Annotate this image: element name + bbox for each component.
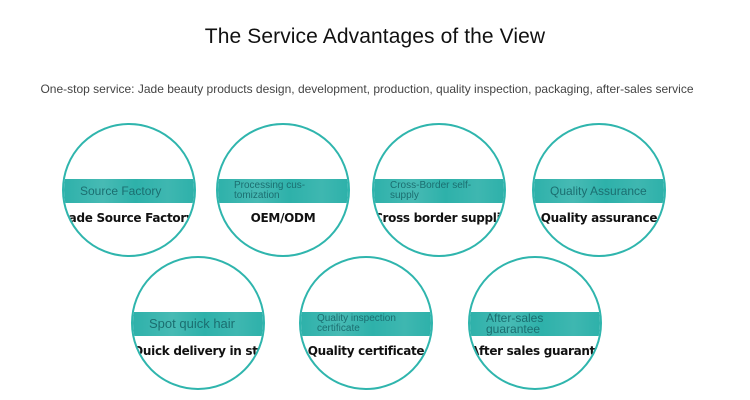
service-circle-cross-border: Cross-Border self- supply Cross border s… <box>372 123 506 257</box>
page-title: The Service Advantages of the View <box>204 25 546 48</box>
service-band: After-sales guarantee <box>470 312 600 336</box>
service-label: Quality assurance <box>540 211 658 225</box>
service-label: Cross border supplier <box>374 211 506 225</box>
service-label: Quality certificate <box>307 344 425 358</box>
service-band: Cross-Border self- supply <box>374 179 504 203</box>
service-band-line: Cross-Border self- <box>390 180 472 191</box>
service-band-line: certificate <box>317 323 360 334</box>
service-circle-source-factory: Source Factory Jade Source Factory <box>62 123 196 257</box>
service-circle-quick-delivery: Spot quick hair Quick delivery in stock <box>131 256 265 390</box>
service-circle-oem-odm: Processing cus- tomization OEM/ODM <box>216 123 350 257</box>
service-label: Jade Source Factory <box>64 211 194 225</box>
page-subtitle: One-stop service: Jade beauty products d… <box>40 82 694 96</box>
service-band-line: guarantee <box>486 322 541 336</box>
service-band-line: tomization <box>234 190 280 201</box>
service-circle-after-sales: After-sales guarantee After sales guaran… <box>468 256 602 390</box>
service-band: Source Factory <box>64 179 194 203</box>
service-band-line: Processing cus- <box>234 180 306 191</box>
service-circle-quality-assurance: Quality Assurance Quality assurance <box>532 123 666 257</box>
service-label: OEM/ODM <box>250 211 316 225</box>
service-band-line: After-sales <box>486 312 544 325</box>
service-band: Quality inspection certificate <box>301 312 431 336</box>
service-band: Quality Assurance <box>534 179 664 203</box>
service-band: Processing cus- tomization <box>218 179 348 203</box>
service-label: After sales guarantee <box>470 344 602 358</box>
service-band: Spot quick hair <box>133 312 263 336</box>
service-band-line: supply <box>390 190 419 201</box>
service-circle-quality-certificate: Quality inspection certificate Quality c… <box>299 256 433 390</box>
service-band-line: Quality inspection <box>317 313 396 324</box>
service-label: Quick delivery in stock <box>133 344 265 358</box>
